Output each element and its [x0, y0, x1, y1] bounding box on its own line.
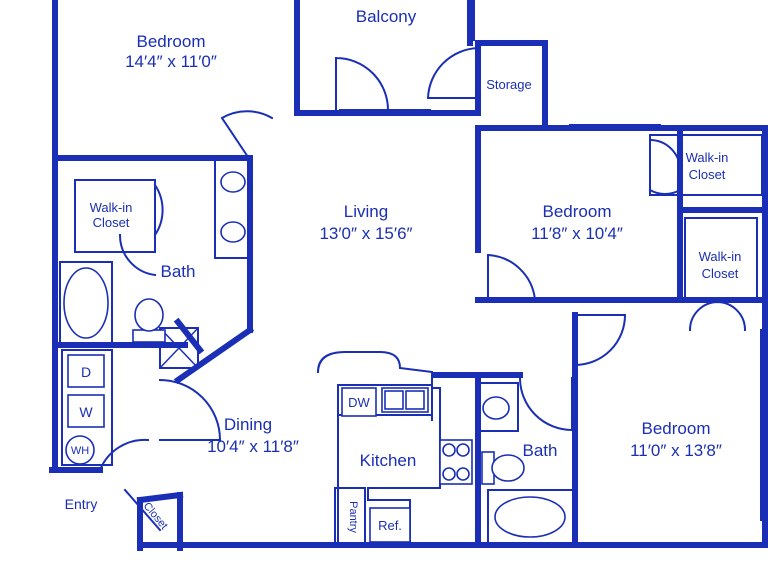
walkin-1-line1: Walk-in [90, 200, 133, 215]
bedroom-2-size: 11′8″ x 10′4″ [531, 224, 623, 243]
thin-details [59, 0, 763, 546]
bath-2-label: Bath [523, 441, 558, 460]
entry-label: Entry [65, 496, 98, 512]
doors [98, 46, 747, 532]
fixtures [63, 171, 566, 543]
sink-icon [482, 396, 510, 420]
bedroom-1-label: Bedroom [137, 32, 206, 51]
walkin-2-line2: Closet [689, 167, 726, 182]
refrigerator-box [369, 507, 411, 543]
sink-icon [220, 171, 246, 193]
bathtub-icon [494, 496, 566, 538]
walkin-3-line2: Closet [702, 266, 739, 281]
water-heater-label: WH [71, 445, 89, 457]
storage-label: Storage [486, 77, 532, 92]
bedroom-3-label: Bedroom [642, 419, 711, 438]
bedroom-2-label: Bedroom [543, 202, 612, 221]
walkin-3-line1: Walk-in [699, 249, 742, 264]
dishwasher-label: DW [348, 395, 370, 410]
water-heater-circle [65, 435, 95, 465]
closet-label: Closet [141, 500, 170, 532]
washer-box [67, 394, 105, 428]
walkin-2-line1: Walk-in [686, 150, 729, 165]
dryer-label: D [81, 364, 91, 380]
kitchen-label: Kitchen [360, 451, 417, 470]
dishwasher-box [341, 387, 377, 417]
bath-1-label: Bath [161, 262, 196, 281]
walkin-1-line2: Closet [93, 215, 130, 230]
bedroom-3-size: 11′0″ x 13′8″ [630, 441, 722, 460]
balcony-label: Balcony [356, 7, 417, 26]
washer-label: W [79, 404, 93, 420]
dryer-box [67, 354, 105, 388]
pantry-label: Pantry [347, 501, 359, 533]
toilet-icon [491, 454, 525, 482]
refrigerator-label: Ref. [378, 518, 402, 533]
labels: Bedroom 14′4″ x 11′0″ Balcony Storage Wa… [65, 7, 742, 533]
bathtub-icon [63, 267, 109, 339]
dining-label: Dining [224, 415, 272, 434]
toilet-icon [134, 298, 164, 332]
bedroom-1-size: 14′4″ x 11′0″ [125, 52, 217, 71]
living-size: 13′0″ x 15′6″ [319, 224, 412, 243]
sink-icon [220, 221, 246, 243]
dining-size: 10′4″ x 11′8″ [207, 437, 299, 456]
living-label: Living [344, 202, 388, 221]
